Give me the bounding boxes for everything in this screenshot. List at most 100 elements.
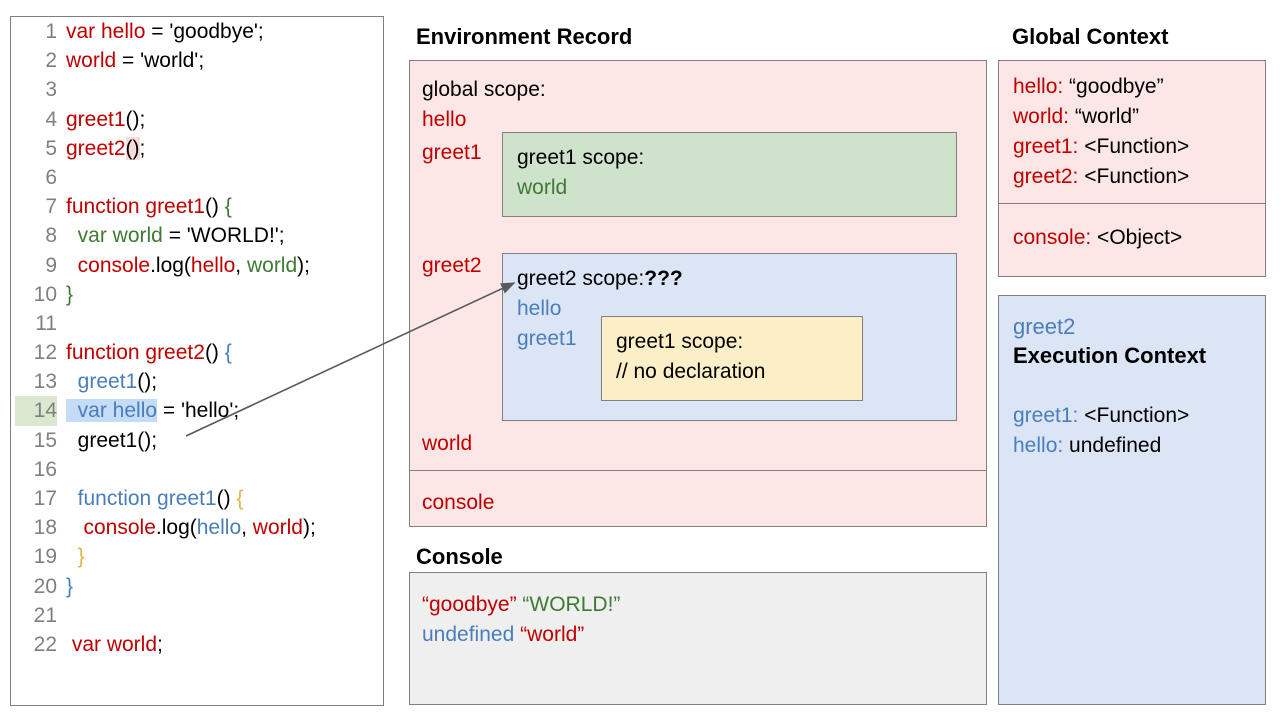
code-line-text: greet2(); bbox=[57, 134, 145, 163]
env-entry-greet1: greet1 bbox=[422, 141, 482, 164]
code-line-text: function greet1() { bbox=[57, 192, 232, 221]
code-token: } bbox=[66, 574, 74, 598]
code-line-text: greet1(); bbox=[57, 426, 157, 455]
global-context-title: Global Context bbox=[1012, 24, 1169, 49]
kv-key: world: bbox=[1013, 105, 1070, 128]
code-token: greet1(); bbox=[66, 428, 158, 452]
code-line[interactable]: 3 bbox=[11, 75, 383, 104]
environment-record-global-section: global scope: hello greet1 greet2 world … bbox=[410, 61, 986, 471]
code-line-text: var world = 'WORLD!'; bbox=[57, 221, 285, 250]
code-token: function greet1 bbox=[66, 487, 217, 510]
console-output-box: “goodbye” “WORLD!” undefined “world” bbox=[409, 572, 987, 705]
console-token: “world” bbox=[520, 623, 585, 646]
code-token: () bbox=[204, 195, 225, 219]
code-line-text: function greet1() { bbox=[57, 484, 244, 513]
environment-record-title: Environment Record bbox=[416, 24, 633, 49]
code-token: { bbox=[224, 341, 232, 365]
global-context-row-hello: hello: “goodbye” bbox=[1013, 75, 1164, 99]
greet1-inner-scope-box: greet1 scope: // no declaration bbox=[601, 316, 863, 401]
code-token: } bbox=[66, 545, 85, 569]
code-token: hello bbox=[196, 516, 242, 540]
code-token: , bbox=[235, 253, 247, 277]
greet2-scope-variable-greet1: greet1 bbox=[517, 327, 577, 350]
code-line-number: 2 bbox=[45, 49, 57, 73]
code-line-text: } bbox=[57, 280, 73, 309]
code-line-number: 21 bbox=[33, 603, 57, 627]
env-entry-hello: hello bbox=[422, 108, 467, 131]
kv-key: console: bbox=[1013, 226, 1092, 249]
code-line-number: 4 bbox=[45, 107, 57, 131]
kv-value: undefined bbox=[1063, 434, 1162, 457]
code-token: ; bbox=[139, 136, 146, 160]
kv-value: <Function> bbox=[1078, 165, 1190, 188]
code-line-number: 9 bbox=[45, 253, 57, 277]
code-line[interactable]: 10} bbox=[11, 280, 383, 309]
code-token: { bbox=[236, 487, 244, 510]
code-token: world bbox=[252, 516, 303, 540]
code-line[interactable]: 15 greet1(); bbox=[11, 426, 383, 455]
code-token: () bbox=[204, 341, 225, 365]
code-line-number: 10 bbox=[33, 282, 57, 306]
console-output-line-2: undefined “world” bbox=[422, 623, 584, 647]
code-line-text: var hello = 'goodbye'; bbox=[57, 17, 264, 46]
code-line[interactable]: 9 console.log(hello, world); bbox=[11, 251, 383, 280]
greet2-scope-title: greet2 scope:??? bbox=[517, 267, 683, 291]
execution-context-box: greet2 Execution Context greet1: <Functi… bbox=[998, 295, 1266, 705]
code-line[interactable]: 21 bbox=[11, 601, 383, 630]
kv-value: “world” bbox=[1069, 105, 1140, 128]
code-token: = 'world'; bbox=[116, 49, 205, 73]
code-line[interactable]: 17 function greet1() { bbox=[11, 484, 383, 513]
code-token: console bbox=[66, 516, 156, 540]
code-line-number: 1 bbox=[45, 20, 57, 43]
code-line-number: 22 bbox=[33, 632, 57, 656]
code-token: console bbox=[66, 253, 151, 277]
code-line[interactable]: 14 var hello = 'hello'; bbox=[11, 396, 383, 426]
greet2-scope-variable-hello: hello bbox=[517, 297, 562, 320]
code-token: var hello bbox=[66, 20, 146, 43]
code-line-text: var hello = 'hello'; bbox=[57, 396, 239, 425]
code-line[interactable]: 6 bbox=[11, 163, 383, 192]
execution-context-heading: Execution Context bbox=[1013, 343, 1207, 368]
greet2-scope-box: greet2 scope:??? hello greet1 greet1 sco… bbox=[502, 253, 957, 421]
code-token: function greet2 bbox=[66, 341, 205, 365]
code-line[interactable]: 22 var world; bbox=[11, 630, 383, 659]
kv-value: “goodbye” bbox=[1063, 75, 1164, 98]
code-token: } bbox=[66, 282, 74, 306]
code-token: = 'hello'; bbox=[157, 399, 240, 423]
code-line-number: 19 bbox=[33, 545, 57, 569]
code-line[interactable]: 11 bbox=[11, 309, 383, 338]
code-line-number: 15 bbox=[33, 428, 57, 452]
code-line[interactable]: 19 } bbox=[11, 542, 383, 571]
code-line[interactable]: 18 console.log(hello, world); bbox=[11, 513, 383, 542]
code-line-number: 7 bbox=[45, 195, 57, 219]
greet1-inner-scope-title: greet1 scope: bbox=[616, 330, 744, 353]
code-token: (); bbox=[137, 370, 158, 394]
code-line-number: 6 bbox=[45, 165, 57, 189]
code-line[interactable]: 13 greet1(); bbox=[11, 367, 383, 396]
global-context-box: hello: “goodbye” world: “world” greet1: … bbox=[998, 60, 1266, 277]
code-line[interactable]: 20} bbox=[11, 572, 383, 601]
code-line-text: function greet2() { bbox=[57, 338, 232, 367]
greet1-scope-title: greet1 scope: bbox=[517, 146, 645, 169]
code-line-text: } bbox=[57, 572, 73, 601]
code-line-text: var world; bbox=[57, 630, 163, 659]
greet1-scope-box: greet1 scope: world bbox=[502, 132, 957, 217]
code-token: = 'WORLD!'; bbox=[162, 224, 285, 248]
greet2-scope-unknown-marker: ??? bbox=[644, 267, 683, 290]
code-line-number: 14 bbox=[15, 396, 57, 426]
code-line[interactable]: 8 var world = 'WORLD!'; bbox=[11, 221, 383, 250]
execution-context-row-hello: hello: undefined bbox=[1013, 434, 1161, 458]
code-line[interactable]: 16 bbox=[11, 455, 383, 484]
code-token: world bbox=[246, 253, 298, 277]
environment-record-box: global scope: hello greet1 greet2 world … bbox=[409, 60, 987, 527]
code-token: var world bbox=[66, 224, 163, 248]
code-line-number: 5 bbox=[45, 136, 57, 160]
